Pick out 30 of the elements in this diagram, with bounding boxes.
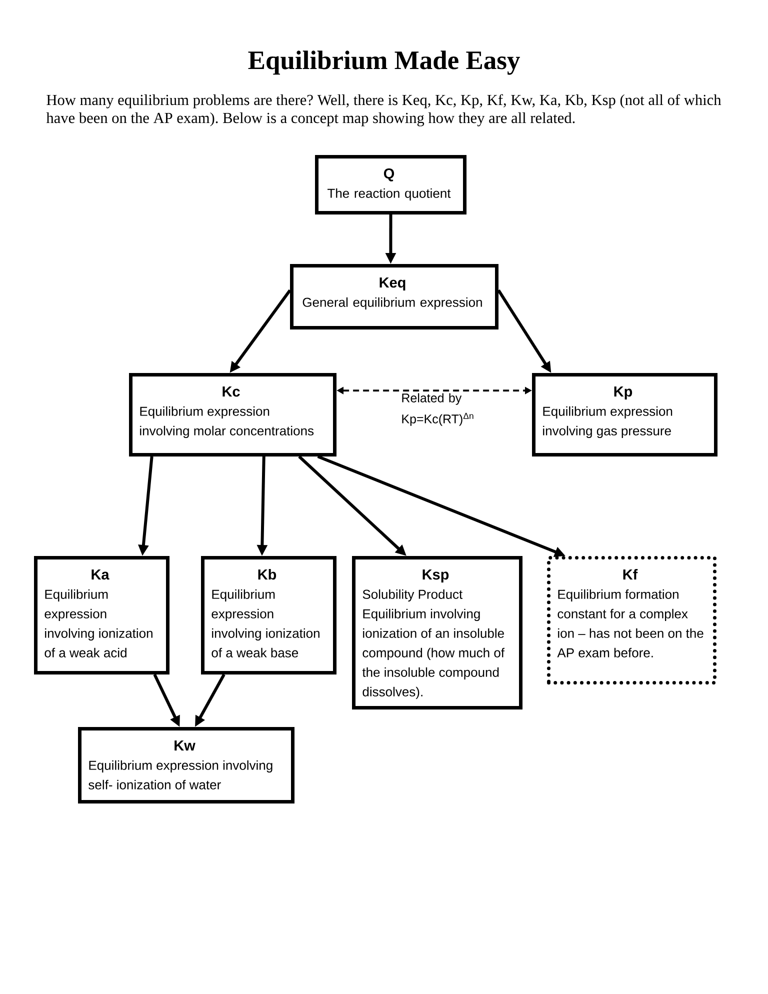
box-description: Equilibrium expression involving molar concentrations <box>140 406 314 438</box>
box-heading: Kf <box>623 569 638 580</box>
concept-box <box>532 373 718 456</box>
box-description: Equilibrium expression involving gas pressure <box>543 406 672 438</box>
title: Equilibrium Made Easy <box>248 50 520 75</box>
box-description: Equilibrium expression involving ionization of a weak base <box>212 589 320 658</box>
concept-box <box>129 373 336 456</box>
box-heading: Kb <box>258 569 276 580</box>
concept-box <box>78 727 294 804</box>
concept-box <box>547 556 716 684</box>
concept-box <box>34 556 170 674</box>
box-heading: Ka <box>92 570 110 580</box>
box-description: Solubility Product Equilibrium involving ionization of an insoluble compound (how much of the insoluble compound dissolves). <box>362 589 505 699</box>
box-heading: Kp <box>614 386 632 400</box>
box-heading: Ksp <box>422 570 449 583</box>
box-description: Equilibrium expression involving ionization of a weak acid <box>44 589 152 658</box>
box-heading: Kw <box>174 740 196 750</box>
box-description: Equilibrium formation constant for a complex ion – has not been on the AP exam before. <box>557 589 704 658</box>
box-description: Equilibrium expression involving self- ionization of water <box>88 760 272 790</box>
intro-paragraph: How many equilibrium problems are there? Well, there is Keq, Kc, Kp, Kf, Kw, Ka, Kb, Ksp (not all of which have been on the AP exam). Below is a concept map showing how they are all related. <box>46 94 722 126</box>
box-description: The reaction quotient <box>328 188 451 200</box>
box-heading: Keq <box>380 278 406 291</box>
concept-box <box>315 155 466 214</box>
concept-box <box>352 556 522 710</box>
box-heading: Kc <box>222 386 240 397</box>
box-heading: Q <box>384 168 394 182</box>
box-description: General equilibrium expression <box>302 297 482 310</box>
edge-label: Related by Kp=Kc(RT)$^{Δn}$ <box>400 392 482 427</box>
concept-box <box>290 264 498 330</box>
concept-box <box>201 556 336 674</box>
